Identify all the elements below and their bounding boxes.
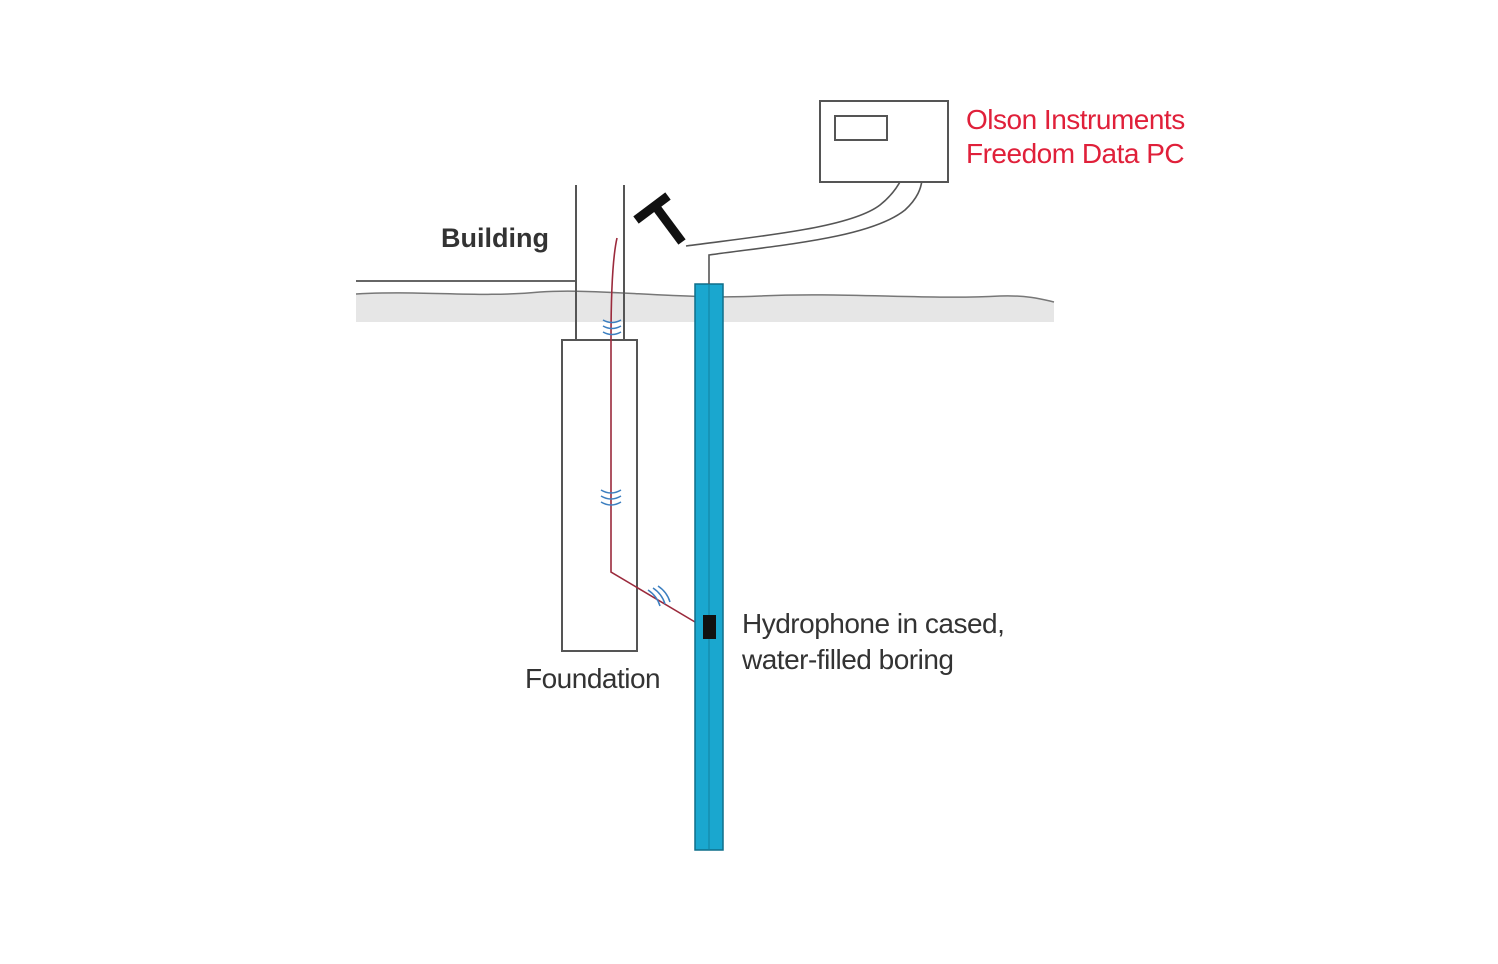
hydrophone-label-line2: water-filled boring bbox=[742, 644, 954, 675]
building-label: Building bbox=[441, 223, 549, 253]
data-pc-screen bbox=[834, 115, 888, 141]
data-pc-box bbox=[819, 100, 949, 183]
hydrophone-cable bbox=[708, 179, 923, 284]
stress-wave-icon bbox=[600, 319, 671, 607]
ground-contour bbox=[355, 290, 1055, 303]
hammer-icon bbox=[633, 192, 686, 245]
data-pc-label-line1: Olson Instruments bbox=[966, 104, 1185, 135]
foundation-label: Foundation bbox=[525, 663, 661, 694]
stress-wave-path bbox=[610, 237, 696, 623]
hydrophone-sensor-icon bbox=[703, 615, 716, 639]
hammer-cable bbox=[685, 177, 903, 247]
data-pc-label: Olson Instruments Freedom Data PC bbox=[966, 103, 1185, 171]
hydrophone-label-line1: Hydrophone in cased, bbox=[742, 608, 1005, 639]
foundation-shape bbox=[561, 339, 638, 652]
data-pc-label-line2: Freedom Data PC bbox=[966, 138, 1185, 169]
hydrophone-label: Hydrophone in cased, water-filled boring bbox=[742, 606, 1005, 678]
